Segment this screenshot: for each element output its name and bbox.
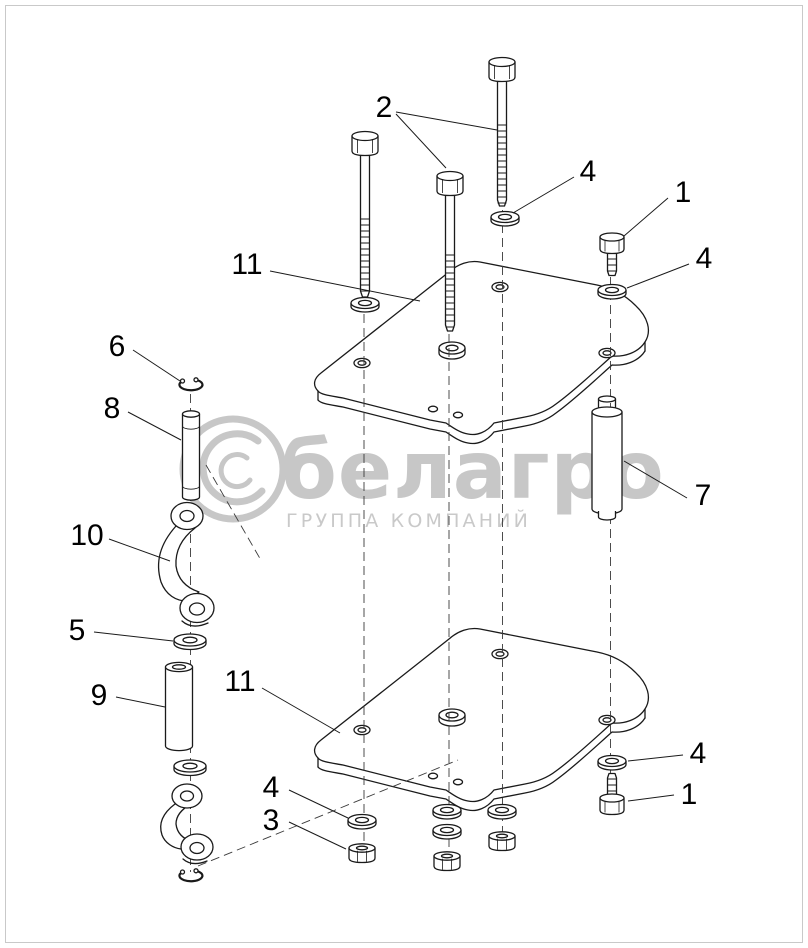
washer-lower-left xyxy=(173,759,207,777)
callout-3: 3 xyxy=(263,804,347,850)
spacer-bushing xyxy=(591,395,623,521)
svg-text:1: 1 xyxy=(675,176,692,209)
washer-item5 xyxy=(173,633,207,651)
washer-bottom-left xyxy=(347,813,377,830)
watermark-subtitle-text: ГРУППА КОМПАНИЙ xyxy=(286,509,531,532)
circlip-top xyxy=(178,376,204,392)
callout-1-bottom: 1 xyxy=(627,778,698,811)
callout-4-top: 4 xyxy=(512,155,597,214)
washer-under-right-bolt xyxy=(490,210,520,227)
hex-nut-right xyxy=(488,831,516,852)
washer-bottom-middle-upper xyxy=(432,803,462,820)
washer-bottom-middle xyxy=(432,823,462,840)
callout-7: 7 xyxy=(623,460,712,512)
callout-11-bottom: 11 xyxy=(224,665,341,734)
callout-8: 8 xyxy=(104,392,182,441)
svg-text:4: 4 xyxy=(690,737,707,770)
callout-10: 10 xyxy=(70,519,171,562)
svg-text:11: 11 xyxy=(224,665,255,698)
callout-5: 5 xyxy=(69,614,174,647)
hex-nut-middle xyxy=(433,851,461,872)
svg-text:5: 5 xyxy=(69,614,86,647)
callout-4-bottom-left: 4 xyxy=(263,771,349,819)
clevis-pin xyxy=(181,410,201,501)
hex-bolt-long-left xyxy=(351,130,379,298)
svg-text:2: 2 xyxy=(376,91,393,124)
centerlines xyxy=(190,210,611,872)
washer-top-right xyxy=(597,283,627,300)
svg-text:10: 10 xyxy=(70,519,103,552)
bottom-plate xyxy=(313,627,650,812)
svg-text:8: 8 xyxy=(104,392,121,425)
callout-9: 9 xyxy=(91,679,166,712)
svg-text:4: 4 xyxy=(263,771,280,804)
washer-under-left-bolt xyxy=(350,296,380,313)
callout-4-right: 4 xyxy=(626,242,713,289)
hex-nut-left xyxy=(348,843,376,864)
svg-text:9: 9 xyxy=(91,679,108,712)
lever-bracket-upper xyxy=(157,501,215,627)
hex-bolt-short-top xyxy=(599,232,625,277)
page-border xyxy=(5,5,803,943)
hex-bolt-short-bottom xyxy=(599,772,625,816)
svg-text:11: 11 xyxy=(231,248,262,281)
hex-bolt-long-right xyxy=(488,56,516,207)
svg-text:4: 4 xyxy=(580,155,597,188)
spacer-tube xyxy=(164,661,194,752)
callout-1-top: 1 xyxy=(623,176,692,237)
callout-4-bottom-right: 4 xyxy=(627,737,707,770)
svg-text:3: 3 xyxy=(263,804,280,837)
svg-text:7: 7 xyxy=(695,479,712,512)
svg-text:6: 6 xyxy=(109,330,126,363)
lever-bracket-lower xyxy=(160,783,214,865)
callout-11-top: 11 xyxy=(231,248,421,302)
svg-text:1: 1 xyxy=(681,778,698,811)
callout-2: 2 xyxy=(376,91,498,169)
svg-text:4: 4 xyxy=(696,242,713,275)
callout-6: 6 xyxy=(109,330,181,382)
washer-bottom-right xyxy=(597,754,627,771)
washer-bottom-center xyxy=(487,803,517,820)
hex-bolt-long-middle xyxy=(436,170,464,332)
